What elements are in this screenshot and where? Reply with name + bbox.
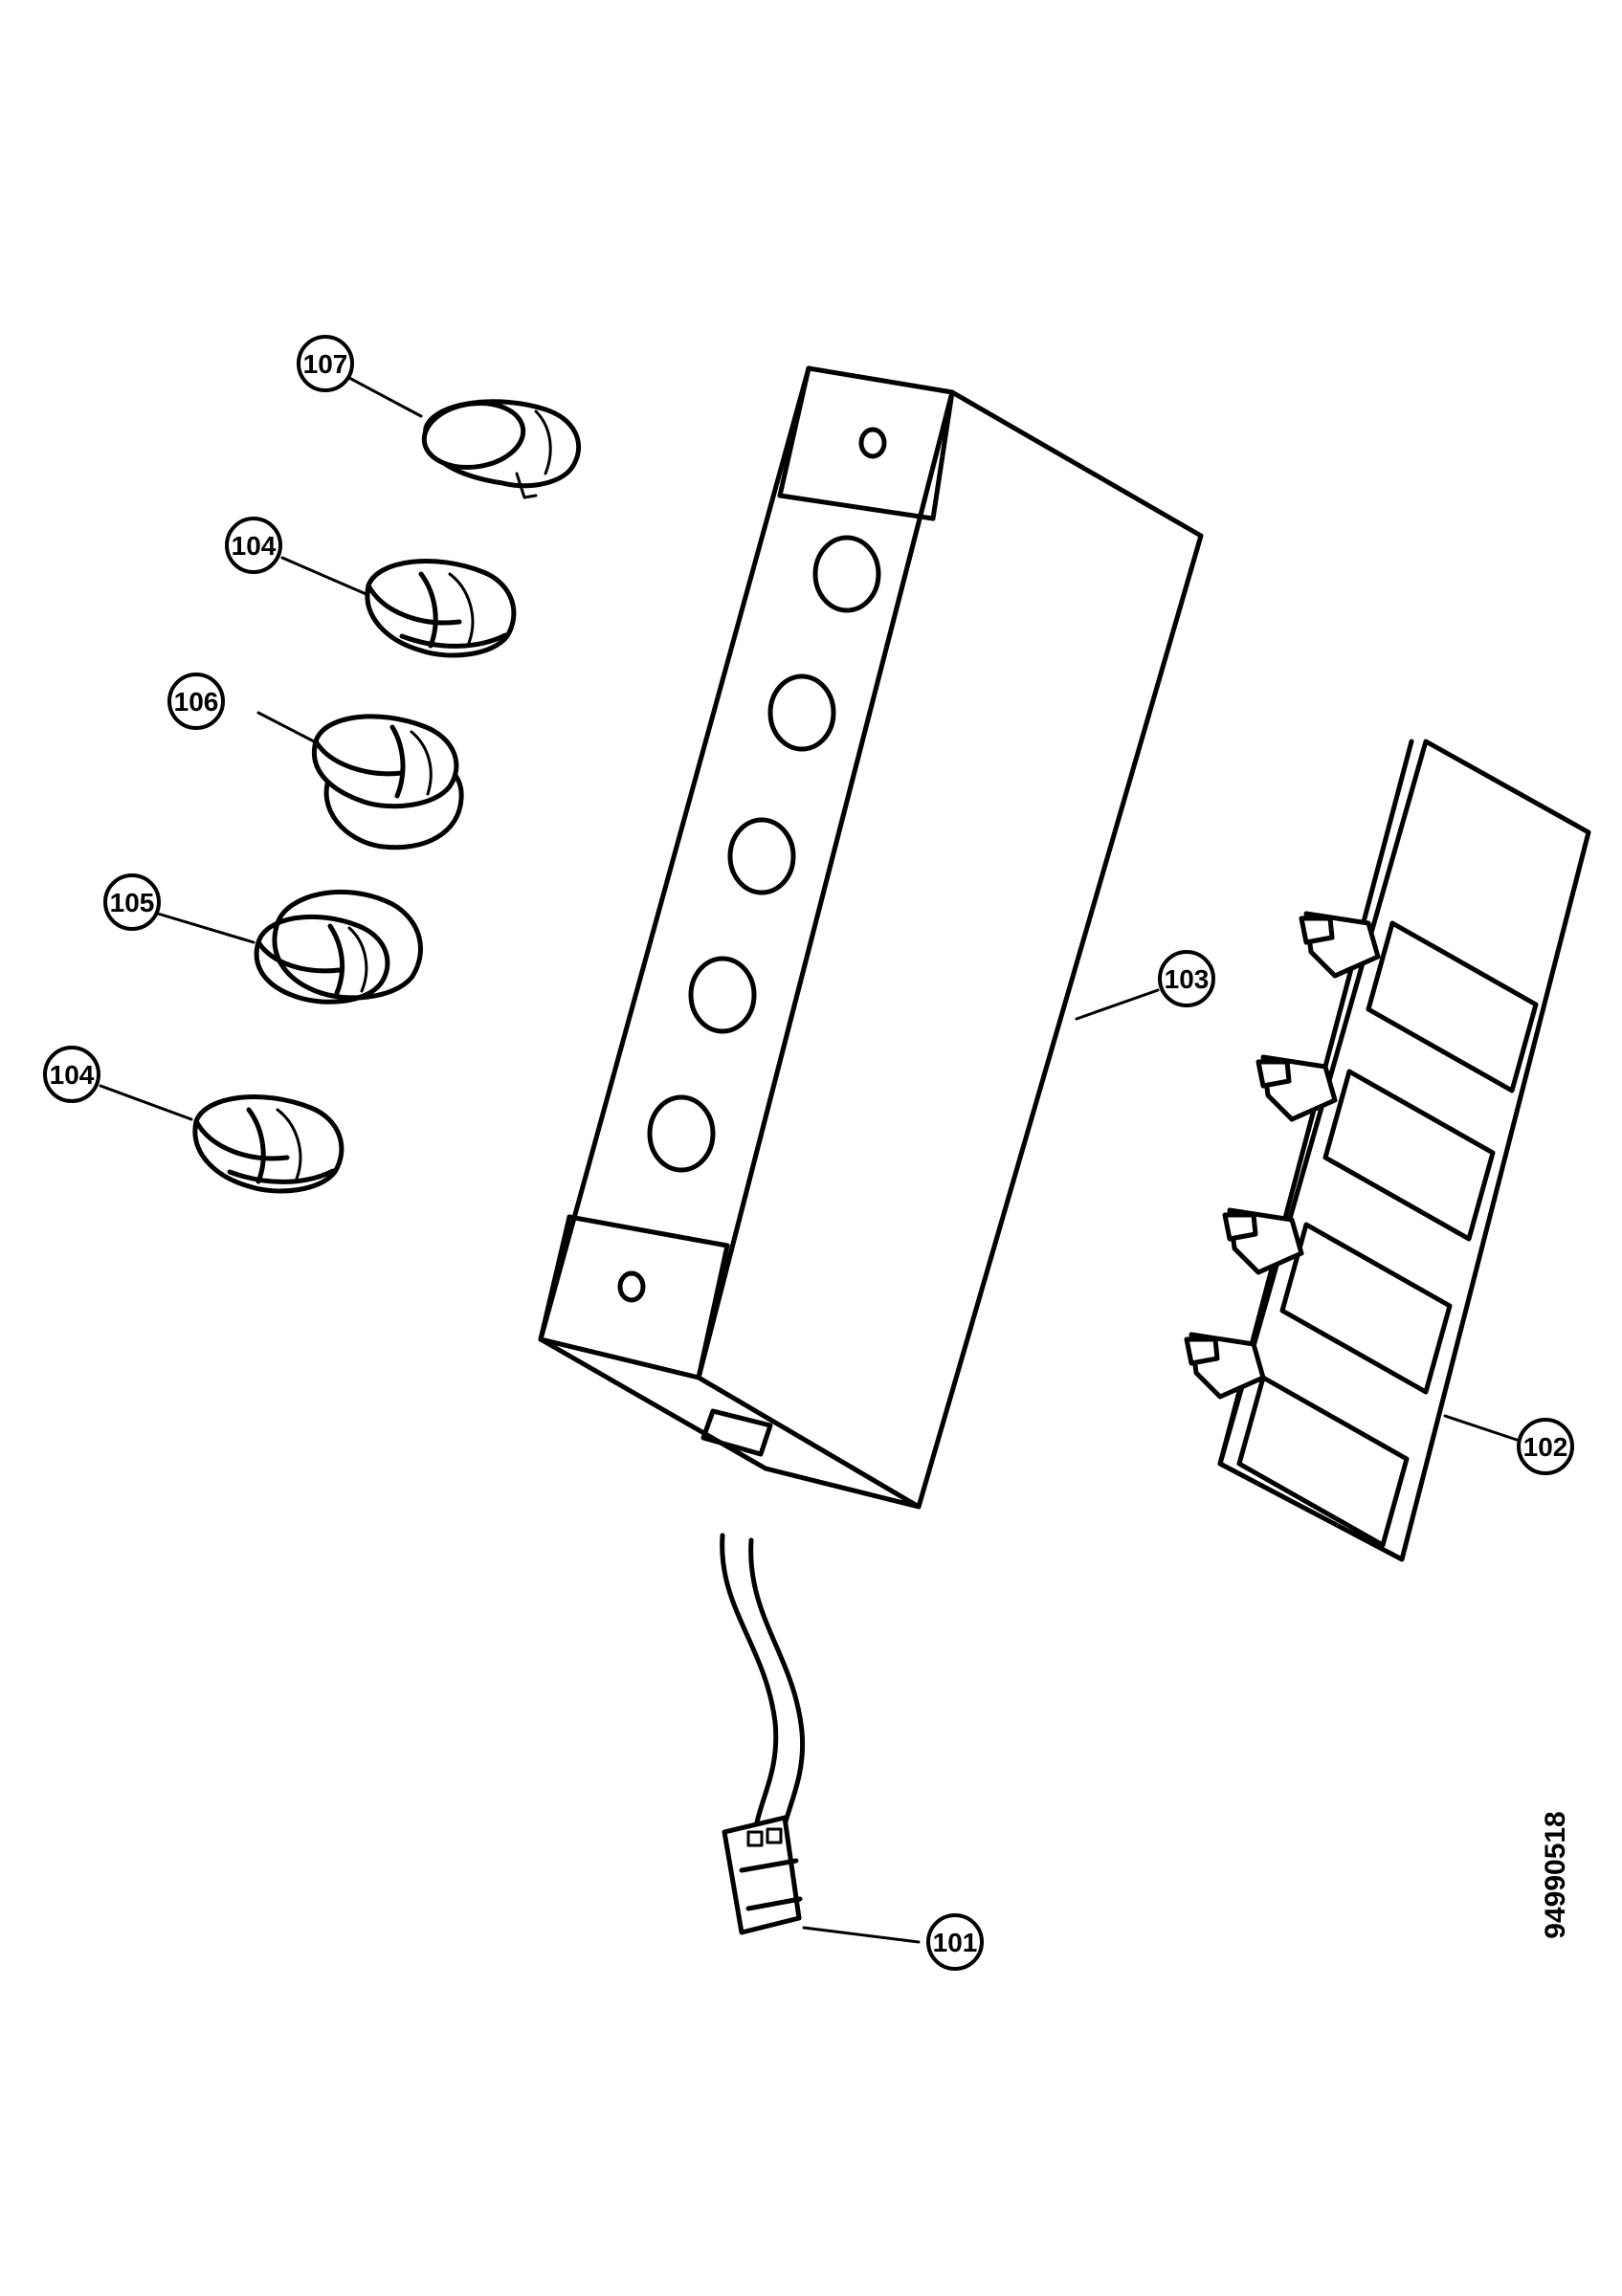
callout-107: 107: [297, 335, 354, 392]
wire-harness-101: [720, 1533, 806, 1935]
board-switch-1: [1299, 911, 1539, 1093]
callout-104-upper: 104: [225, 517, 282, 574]
callout-103-label: 103: [1165, 964, 1210, 994]
callout-102: 102: [1517, 1418, 1574, 1475]
switch-housing-103: [538, 365, 1204, 1510]
switch-board-102: [1184, 739, 1591, 1562]
callout-105-label: 105: [110, 888, 155, 917]
callout-leaders: [99, 376, 1519, 1944]
callout-107-label: 107: [303, 349, 348, 379]
drawing-code: 94990518: [1540, 1811, 1571, 1938]
callout-101: 101: [926, 1913, 984, 1971]
callout-102-label: 102: [1523, 1432, 1568, 1462]
callout-104-upper-label: 104: [232, 531, 277, 561]
callout-101-label: 101: [933, 1928, 978, 1957]
board-switch-3: [1222, 1207, 1453, 1395]
callout-105: 105: [103, 873, 161, 931]
board-switch-4: [1184, 1332, 1410, 1548]
switch-cap-106: [312, 714, 464, 850]
callout-106-label: 106: [174, 687, 219, 717]
switch-cap-105: [254, 889, 424, 1004]
callout-104-lower: 104: [43, 1046, 100, 1103]
callout-104-lower-label: 104: [50, 1060, 95, 1090]
switch-cap-107: [421, 399, 581, 499]
switch-cap-104-upper: [365, 559, 517, 658]
switch-cap-104-lower: [192, 1094, 344, 1194]
callout-103: 103: [1158, 950, 1215, 1007]
board-switch-2: [1255, 1054, 1496, 1242]
callout-106: 106: [167, 673, 225, 730]
